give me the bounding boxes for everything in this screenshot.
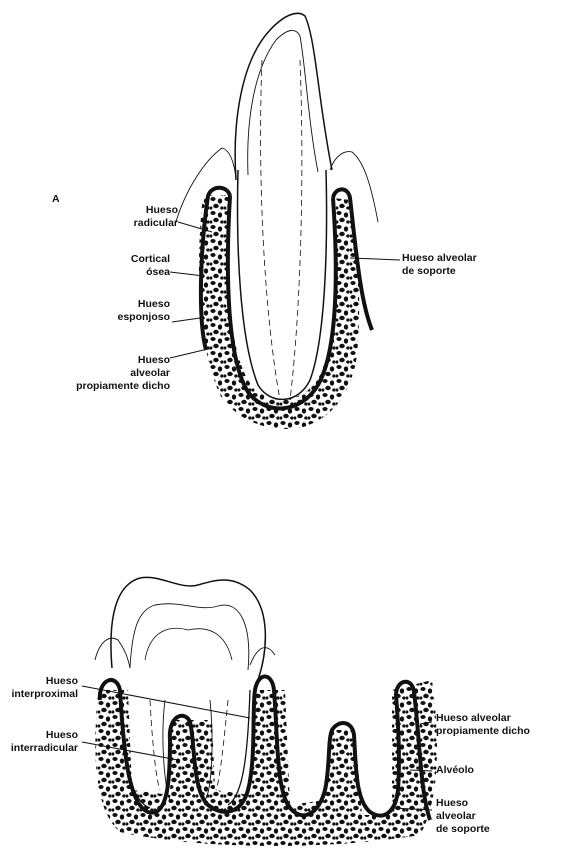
- figure-b-gingiva-left: [95, 638, 130, 668]
- panel-letter-a: A: [52, 193, 60, 206]
- figure-b-drawing: [82, 577, 437, 846]
- label-hueso-interradicular: Hueso interradicular: [0, 729, 78, 755]
- label-alveolo: Alvéolo: [436, 764, 474, 777]
- label-hueso-radicular: Hueso radicular: [90, 204, 178, 230]
- figure-b-spongy-bone: [95, 680, 437, 846]
- label-hueso-esponjoso: Hueso esponjoso: [82, 298, 170, 324]
- label-hueso-interproximal: Hueso interproximal: [0, 675, 78, 701]
- label-hueso-alveolar-propiamente-dicho-b: Hueso alveolar propiamente dicho: [436, 712, 530, 738]
- figure-a-root: [238, 170, 327, 399]
- label-hueso-alveolar-de-soporte-b: Hueso alveolar de soporte: [436, 797, 490, 836]
- figure-a-drawing: [170, 13, 400, 429]
- label-hueso-alveolar-de-soporte-a: Hueso alveolar de soporte: [402, 252, 477, 278]
- label-cortical-osea: Cortical ósea: [82, 253, 170, 279]
- label-hueso-alveolar-propiamente-dicho-a: Hueso alveolar propiamente dicho: [2, 354, 170, 393]
- figure-a-crown: [235, 13, 332, 180]
- figure-b-crown: [111, 577, 265, 680]
